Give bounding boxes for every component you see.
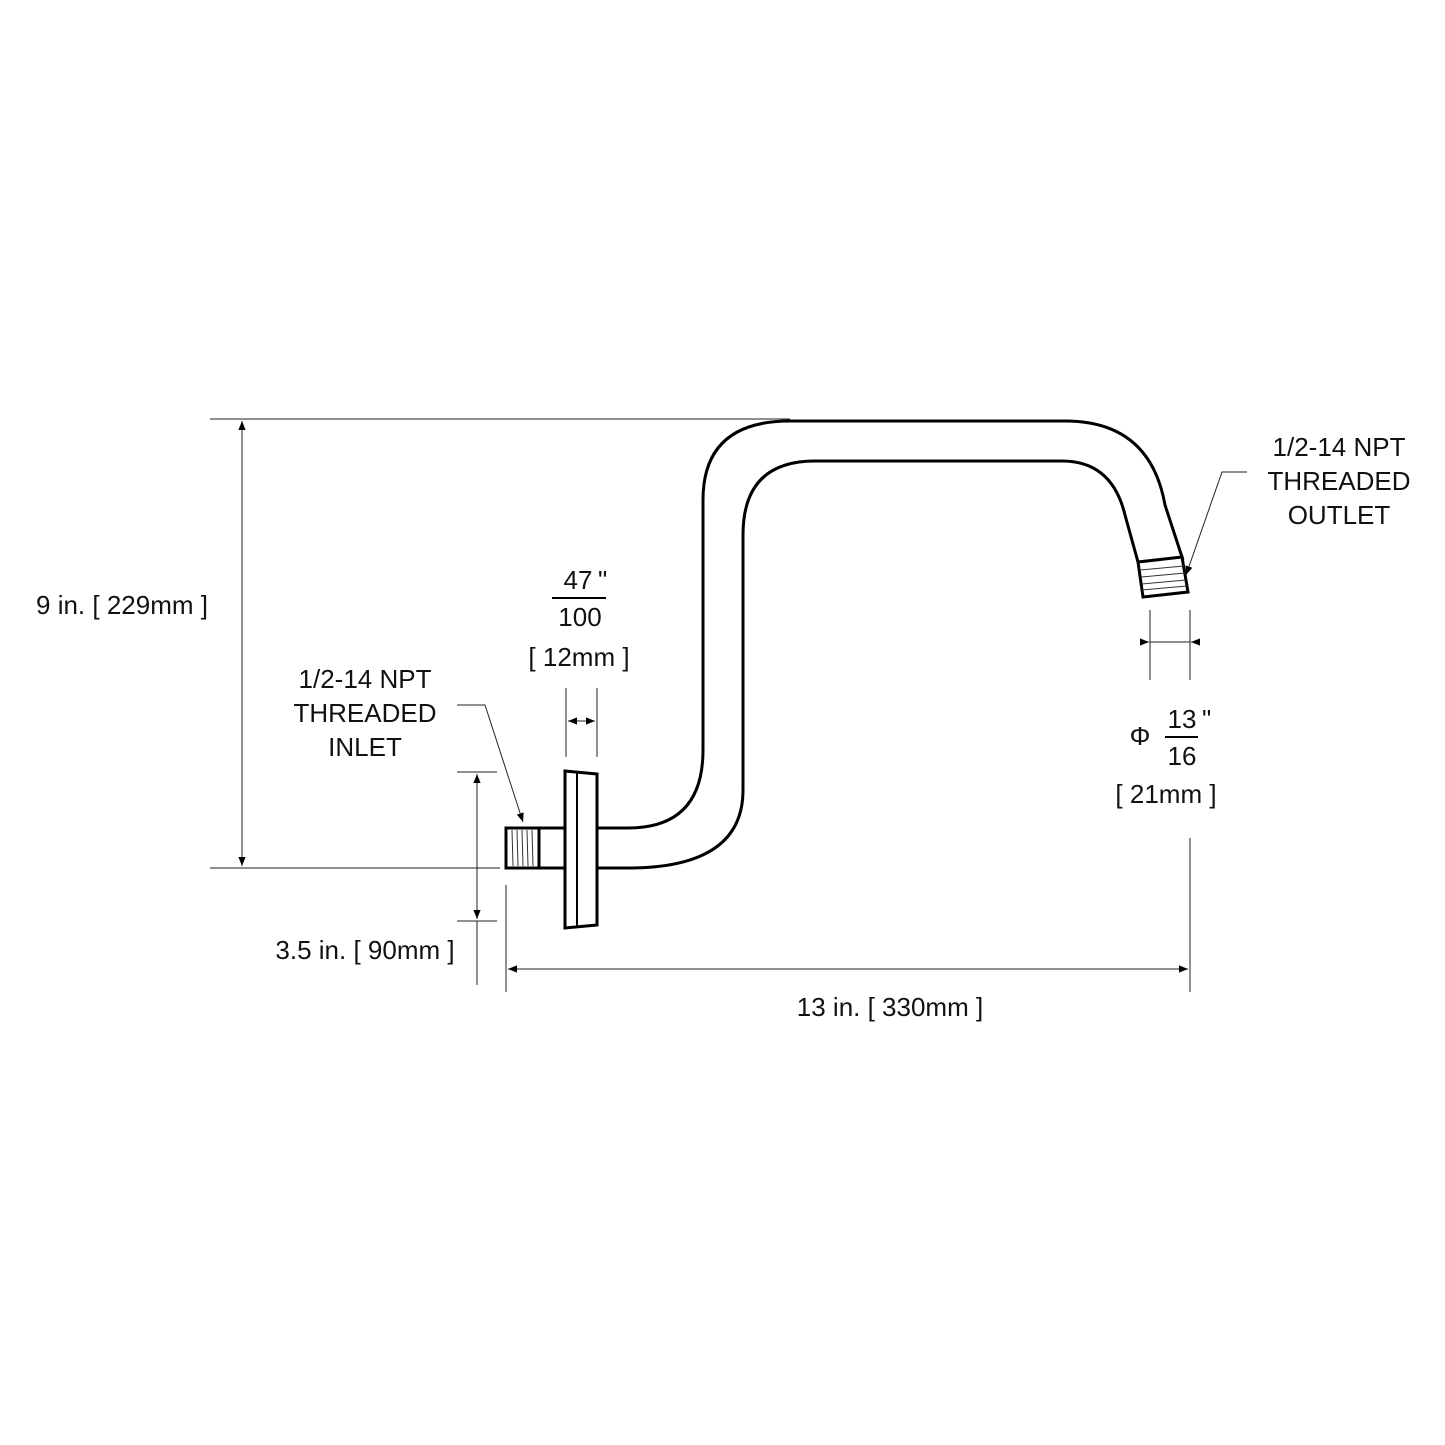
flange-thickness-mm: [ 12mm ] — [528, 642, 629, 672]
inlet-label-line2: THREADED — [293, 698, 436, 728]
diameter-symbol: Φ — [1130, 721, 1151, 751]
flange — [563, 769, 599, 930]
outlet-diameter-mm: [ 21mm ] — [1115, 779, 1216, 809]
length-label: 13 in. [ 330mm ] — [797, 992, 983, 1022]
outlet-leader-arrow — [1185, 471, 1247, 576]
flange-thickness-denominator: 100 — [558, 602, 601, 632]
inch-mark: " — [1202, 704, 1211, 734]
outlet-label-line2: THREADED — [1267, 466, 1410, 496]
outlet-diameter-denominator: 16 — [1168, 741, 1197, 771]
outlet-callout: 1/2-14 NPT THREADED OUTLET — [1185, 432, 1411, 576]
inlet-callout: 1/2-14 NPT THREADED INLET — [293, 664, 524, 823]
shower-arm — [504, 419, 1190, 930]
inlet-label-line3: INLET — [328, 732, 402, 762]
outlet-diameter-dimension: Φ 13 " 16 [ 21mm ] — [1115, 610, 1217, 809]
length-dimension: 13 in. [ 330mm ] — [505, 838, 1191, 1022]
inch-mark: " — [598, 565, 607, 595]
flange-height-dimension: 3.5 in. [ 90mm ] — [275, 771, 497, 985]
inlet-label-line1: 1/2-14 NPT — [299, 664, 432, 694]
inlet-leader-arrow — [457, 704, 524, 823]
outlet-thread — [1136, 555, 1190, 599]
outlet-label-line3: OUTLET — [1288, 500, 1391, 530]
outlet-diameter-numerator: 13 — [1168, 704, 1197, 734]
flange-thickness-numerator: 47 — [564, 565, 593, 595]
outlet-label-line1: 1/2-14 NPT — [1273, 432, 1406, 462]
inlet-thread — [504, 826, 541, 870]
flange-thickness-dimension: 47 " 100 [ 12mm ] — [528, 565, 630, 757]
flange-height-label: 3.5 in. [ 90mm ] — [275, 935, 454, 965]
height-dimension: 9 in. [ 229mm ] — [36, 418, 790, 869]
height-dimension-label: 9 in. [ 229mm ] — [36, 590, 208, 620]
